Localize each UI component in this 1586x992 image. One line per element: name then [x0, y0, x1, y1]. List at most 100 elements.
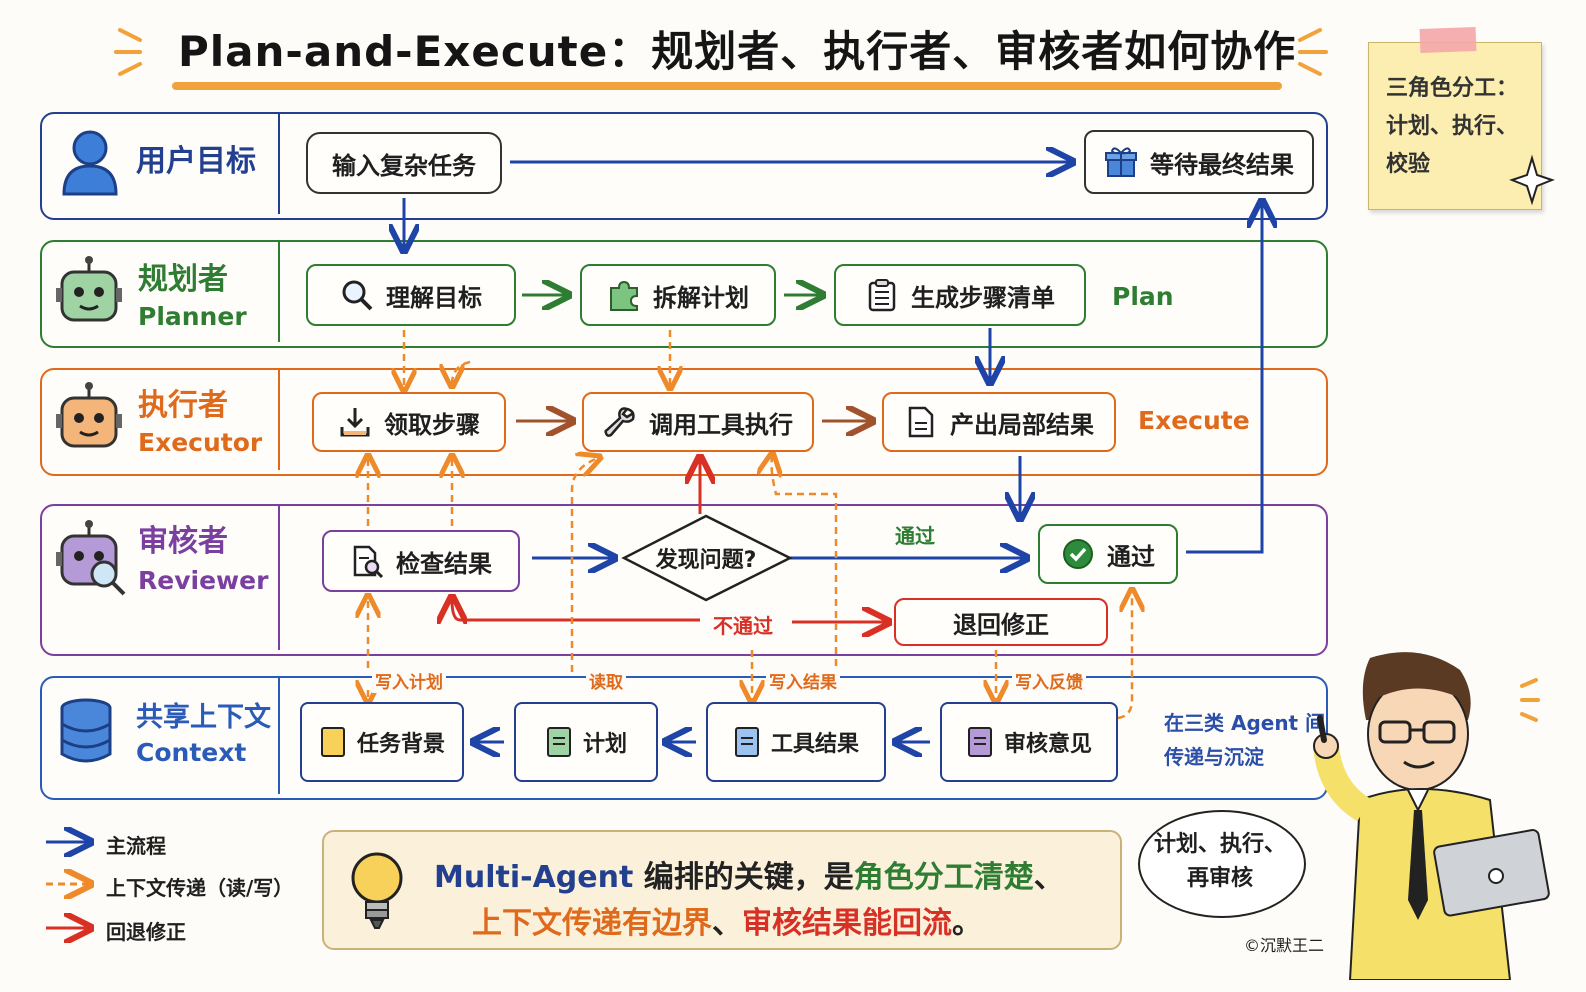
doc-tool-result: 工具结果 — [706, 702, 886, 782]
decision-diamond — [621, 514, 793, 602]
sticky-note — [1368, 42, 1542, 210]
node-label: 检查结果 — [396, 549, 492, 578]
node-label: 领取步骤 — [384, 410, 480, 439]
node-check-result: 检查结果 — [322, 530, 520, 592]
dashed-planner-to-get-2 — [452, 360, 471, 384]
legend-main-flow: 主流程 — [106, 834, 166, 858]
user-icon — [62, 130, 118, 196]
dashed-result-to-tool — [772, 456, 838, 666]
key-part: 、 — [712, 906, 742, 941]
bubble-line: 再审核 — [1186, 866, 1253, 891]
context-note-line: 传递与沉淀 — [1164, 745, 1264, 769]
magnifier-icon — [342, 280, 373, 311]
lightbulb-icon — [351, 852, 403, 929]
doc-plan: 计划 — [514, 702, 658, 782]
key-message-box — [322, 830, 1122, 950]
lane-subtitle: Context — [136, 738, 247, 767]
download-icon — [340, 408, 370, 437]
lane-title: 审核者 — [138, 524, 228, 559]
key-message-line-2: 上下文传递有边界、审核结果能回流。 — [472, 898, 982, 942]
context-note-line: 在三类 Agent 间 — [1164, 711, 1326, 735]
speech-bubble — [1138, 810, 1306, 918]
node-label: 输入复杂任务 — [332, 151, 476, 180]
key-part: 上下文传递有边界 — [472, 906, 712, 941]
node-split-plan: 拆解计划 — [580, 264, 776, 326]
edge-label-pass: 通过 — [892, 520, 938, 549]
lane-divider — [278, 114, 280, 214]
presenter-character — [1313, 652, 1550, 980]
bubble-line: 计划、执行、 — [1153, 832, 1286, 857]
plan-side-label: Plan — [1112, 282, 1174, 311]
context-note: 在三类 Agent 间 传递与沉淀 — [1164, 706, 1325, 774]
legend-context-pass: 上下文传递（读/写） — [106, 876, 294, 900]
doc-label: 工具结果 — [770, 732, 859, 757]
decision-label: 发现问题? — [655, 548, 757, 573]
edge-label-fail: 不通过 — [710, 610, 776, 639]
node-pass: 通过 — [1038, 524, 1178, 584]
key-part: 、 — [1033, 860, 1064, 895]
lane-subtitle: Planner — [138, 302, 247, 331]
yellow-doc-icon — [320, 727, 345, 757]
node-label: 拆解计划 — [653, 283, 749, 312]
sticky-note-text: 三角色分工： 计划、执行、 校验 — [1386, 70, 1536, 184]
database-icon — [60, 698, 112, 763]
lane-title: 用户目标 — [136, 144, 256, 179]
note-line: 计划、执行、 — [1386, 114, 1519, 139]
doc-label: 审核意见 — [1003, 732, 1092, 757]
key-message-line-1: Multi-Agent 编排的关键，是角色分工清楚、 — [434, 852, 1064, 896]
clipboard-icon — [868, 279, 896, 312]
title-underline — [172, 82, 1282, 90]
node-label: 生成步骤清单 — [911, 283, 1055, 312]
blue-doc-icon — [734, 727, 759, 757]
lane-divider — [278, 678, 280, 794]
lane-title: 共享上下文 — [136, 702, 271, 733]
key-part: Multi-Agent — [434, 860, 634, 895]
node-gen-steps: 生成步骤清单 — [834, 264, 1086, 326]
edge-label-write-feedback: 写入反馈 — [1012, 668, 1086, 693]
dashed-read-to-tool — [570, 458, 598, 672]
node-label: 通过 — [1107, 542, 1155, 571]
check-circle-icon — [1063, 539, 1093, 569]
lane-title: 执行者 — [138, 388, 228, 423]
node-label: 调用工具执行 — [649, 410, 793, 439]
puzzle-icon — [610, 280, 638, 311]
node-label: 退回修正 — [953, 610, 1049, 639]
executor-robot-icon — [56, 382, 122, 448]
doc-task-background: 任务背景 — [300, 702, 464, 782]
edge-label-write-result: 写入结果 — [766, 668, 840, 693]
planner-robot-icon — [56, 256, 122, 322]
key-part: 角色分工清楚 — [853, 860, 1034, 895]
speech-bubble-text: 计划、执行、 再审核 — [1150, 828, 1290, 896]
node-label: 理解目标 — [386, 283, 482, 312]
lane-divider — [278, 242, 280, 342]
note-line: 三角色分工： — [1386, 76, 1519, 101]
node-label: 产出局部结果 — [950, 410, 1094, 439]
document-icon — [908, 406, 934, 438]
reviewer-robot-icon — [56, 520, 126, 596]
purple-doc-icon — [967, 727, 992, 757]
star-icon — [1509, 154, 1555, 206]
credit-text: ©沉默王二 — [1244, 936, 1325, 955]
doc-review-opinion: 审核意见 — [940, 702, 1118, 782]
doc-search-icon — [353, 545, 384, 578]
node-input-task: 输入复杂任务 — [306, 132, 502, 194]
lane-subtitle: Reviewer — [138, 566, 269, 595]
node-wait-result: 等待最终结果 — [1084, 130, 1314, 194]
lane-title: 规划者 — [138, 262, 228, 297]
page-title: Plan-and-Execute：规划者、执行者、审核者如何协作 — [178, 27, 1297, 76]
key-part: 审核结果能回流 — [742, 906, 952, 941]
doc-label: 任务背景 — [356, 732, 445, 757]
note-line: 校验 — [1386, 152, 1431, 177]
arrow-fail-to-check — [452, 600, 700, 620]
node-partial-result: 产出局部结果 — [882, 392, 1116, 452]
edge-label-write-plan: 写入计划 — [372, 668, 446, 693]
execute-side-label: Execute — [1138, 406, 1250, 435]
gift-icon — [1105, 147, 1137, 177]
green-doc-icon — [546, 727, 571, 757]
dashed-feedback-to-pass — [1117, 592, 1132, 720]
lane-subtitle: Executor — [138, 428, 263, 457]
lane-divider — [278, 506, 280, 650]
key-part: 。 — [952, 906, 982, 941]
arrow-pass-to-wait — [1186, 204, 1262, 554]
